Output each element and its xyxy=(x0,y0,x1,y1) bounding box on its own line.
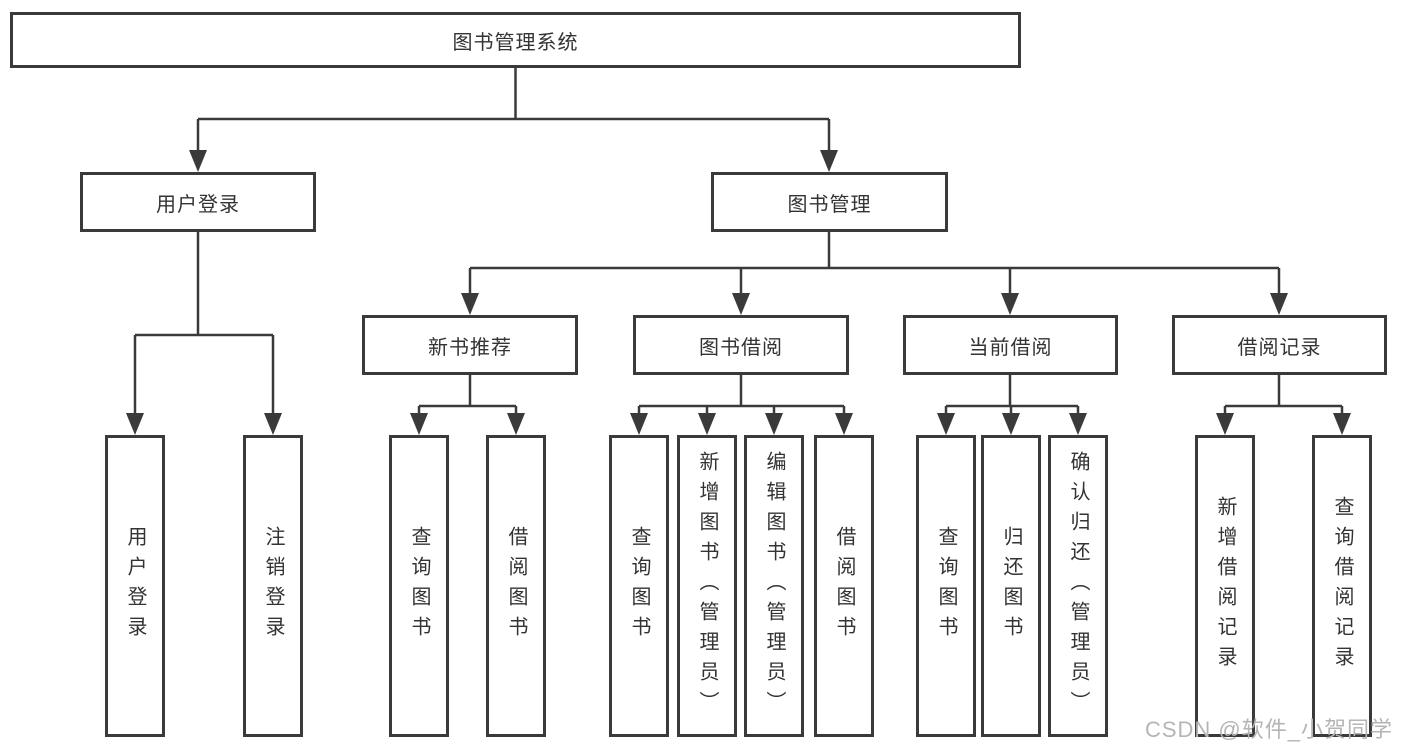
leaf-borrowing-query-books: 查询图书 xyxy=(609,435,669,737)
node-label: 借阅记录 xyxy=(1237,336,1322,359)
leaf-borrowing-edit-books-admin: 编辑图书（管理员） xyxy=(744,435,804,737)
node-label: 确认归还（管理员） xyxy=(1067,451,1089,721)
leaf-current-query-books: 查询图书 xyxy=(916,435,976,737)
node-library-management-system: 图书管理系统 xyxy=(10,12,1021,68)
leaf-records-add-record: 新增借阅记录 xyxy=(1195,435,1255,737)
node-label: 图书管理 xyxy=(787,193,872,216)
arrowheads xyxy=(126,150,1351,435)
leaf-borrowing-borrow-books: 借阅图书 xyxy=(814,435,874,737)
node-label: 借阅图书 xyxy=(833,526,855,646)
node-label: 新增图书（管理员） xyxy=(696,451,718,721)
tree-edges xyxy=(133,67,1344,415)
node-label: 查询图书 xyxy=(408,526,430,646)
node-label: 新增借阅记录 xyxy=(1214,496,1236,676)
node-label: 当前借阅 xyxy=(968,336,1053,359)
leaf-borrowing-add-books-admin: 新增图书（管理员） xyxy=(677,435,737,737)
node-label: 注销登录 xyxy=(262,526,284,646)
node-label: 查询图书 xyxy=(628,526,650,646)
leaf-current-confirm-return-admin: 确认归还（管理员） xyxy=(1048,435,1108,737)
node-new-book-recommend: 新书推荐 xyxy=(362,315,578,375)
node-label: 查询图书 xyxy=(935,526,957,646)
leaf-current-return-books: 归还图书 xyxy=(981,435,1041,737)
node-label: 用户登录 xyxy=(124,526,146,646)
leaf-recommend-borrow-books: 借阅图书 xyxy=(486,435,546,737)
node-label: 图书借阅 xyxy=(699,336,783,359)
node-label: 用户登录 xyxy=(156,193,240,216)
node-label: 图书管理系统 xyxy=(452,31,579,54)
node-current-borrowing: 当前借阅 xyxy=(903,315,1118,375)
node-label: 编辑图书（管理员） xyxy=(763,451,785,721)
node-user-login: 用户登录 xyxy=(80,172,316,232)
node-book-management: 图书管理 xyxy=(711,172,948,232)
csdn-watermark: CSDN @软件_小贺同学 xyxy=(1144,717,1393,742)
leaf-recommend-query-books: 查询图书 xyxy=(389,435,449,737)
node-label: 借阅图书 xyxy=(505,526,527,646)
node-borrowing-records: 借阅记录 xyxy=(1172,315,1387,375)
node-label: 归还图书 xyxy=(1000,526,1022,646)
node-book-borrowing: 图书借阅 xyxy=(633,315,849,375)
leaf-records-query-record: 查询借阅记录 xyxy=(1312,435,1372,737)
node-label: 新书推荐 xyxy=(428,336,512,359)
leaf-user-login: 用户登录 xyxy=(105,435,165,737)
node-label: 查询借阅记录 xyxy=(1331,496,1353,676)
leaf-logout: 注销登录 xyxy=(243,435,303,737)
